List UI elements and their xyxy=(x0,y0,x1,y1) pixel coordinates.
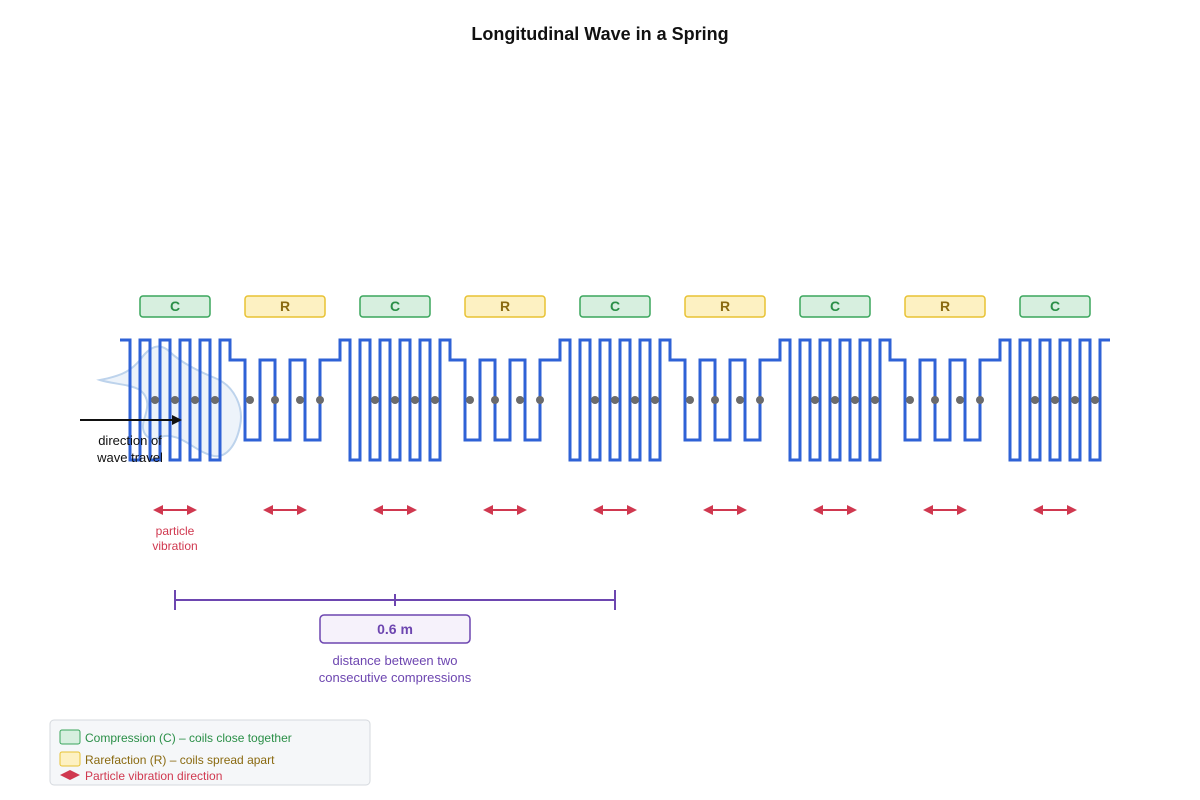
compression-label-box xyxy=(139,295,211,318)
particle-dot xyxy=(976,396,984,404)
legend-box xyxy=(49,719,371,786)
particle-dot xyxy=(1031,396,1039,404)
particle-dot xyxy=(151,396,159,404)
compression-label-box xyxy=(359,295,431,318)
particle-dot xyxy=(271,396,279,404)
direction-label-line2: wave travel xyxy=(96,450,163,465)
particle-dot xyxy=(191,396,199,404)
particle-dot xyxy=(931,396,939,404)
legend-compression-label: Compression (C) – coils close together xyxy=(85,731,292,745)
particle-dot xyxy=(871,396,879,404)
compression-label: C xyxy=(390,298,400,314)
particle-dot xyxy=(171,396,179,404)
rarefaction-label-box xyxy=(244,295,326,318)
particle-dot xyxy=(536,396,544,404)
compression-label: C xyxy=(830,298,840,314)
rarefaction-label: R xyxy=(280,298,290,314)
particle-dot xyxy=(466,396,474,404)
particle-dot xyxy=(371,396,379,404)
wavelength-bracket xyxy=(174,590,616,610)
compression-label-box xyxy=(1019,295,1091,318)
particle-dot xyxy=(411,396,419,404)
particle-dot xyxy=(1091,396,1099,404)
particle-dot xyxy=(1051,396,1059,404)
particle-dot xyxy=(1071,396,1079,404)
compression-label-box xyxy=(579,295,651,318)
particle-dot xyxy=(906,396,914,404)
particle-dot xyxy=(611,396,619,404)
compression-label-box xyxy=(799,295,871,318)
wavelength-caption-line2: consecutive compressions xyxy=(319,670,472,685)
particle-dot xyxy=(246,396,254,404)
rarefaction-label-box xyxy=(684,295,766,318)
wavelength-caption-line1: distance between two xyxy=(332,653,457,668)
particle-dot xyxy=(591,396,599,404)
rarefaction-label: R xyxy=(500,298,510,314)
particle-dot xyxy=(631,396,639,404)
particle-dot xyxy=(316,396,324,404)
particle-dot xyxy=(431,396,439,404)
particle-dot xyxy=(491,396,499,404)
legend-compression-swatch xyxy=(59,729,81,745)
rarefaction-label-box xyxy=(464,295,546,318)
particle-dot xyxy=(651,396,659,404)
vibration-label-line2: vibration xyxy=(152,539,197,553)
particle-dot xyxy=(391,396,399,404)
particle-dot xyxy=(831,396,839,404)
particle-dot xyxy=(516,396,524,404)
legend: Compression (C) – coils close together R… xyxy=(49,719,371,786)
particle-dot xyxy=(851,396,859,404)
rarefaction-label: R xyxy=(940,298,950,314)
rarefaction-label: R xyxy=(720,298,730,314)
compression-label: C xyxy=(170,298,180,314)
compression-label: C xyxy=(610,298,620,314)
rarefaction-label-box xyxy=(904,295,986,318)
diagram-title: Longitudinal Wave in a Spring xyxy=(471,24,728,44)
wavelength-value: 0.6 m xyxy=(377,621,413,637)
particle-dot xyxy=(686,396,694,404)
compression-label: C xyxy=(1050,298,1060,314)
legend-rarefaction-swatch xyxy=(59,751,81,767)
particle-dot xyxy=(711,396,719,404)
vibration-label-line1: particle xyxy=(156,524,195,538)
particle-dot xyxy=(756,396,764,404)
particle-dot xyxy=(211,396,219,404)
particle-dot xyxy=(956,396,964,404)
legend-rarefaction-label: Rarefaction (R) – coils spread apart xyxy=(85,753,275,767)
direction-label-line1: direction of xyxy=(98,433,162,448)
legend-vibration-label: Particle vibration direction xyxy=(85,769,222,783)
particle-dot xyxy=(296,396,304,404)
wavelength-value-box xyxy=(319,614,471,644)
particles xyxy=(151,396,1099,404)
particle-dot xyxy=(811,396,819,404)
particle-dot xyxy=(736,396,744,404)
